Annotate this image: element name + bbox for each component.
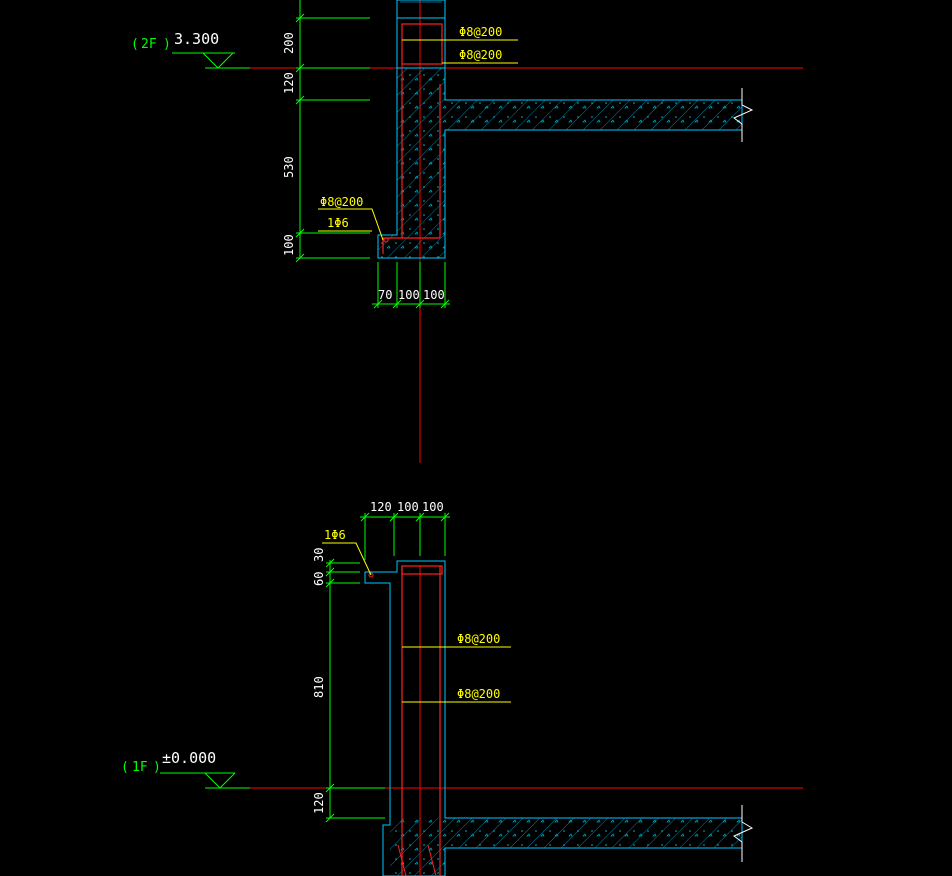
upper-stirrup xyxy=(401,23,443,65)
lower-vdim-30: 30 xyxy=(312,548,326,562)
lower-vdim-60: 60 xyxy=(312,572,326,586)
upper-rebar-label-1: Φ8@200 xyxy=(459,25,502,39)
lower-rebar-label-2: Φ8@200 xyxy=(457,632,500,646)
lower-hdim-100b: 100 xyxy=(422,500,444,514)
floor-tag-1f: 1F xyxy=(132,760,148,775)
floor-tag-2f-paren-close: ) xyxy=(163,37,171,52)
lower-rebar-label-1: 1Φ6 xyxy=(324,528,346,542)
upper-hdim-100b: 100 xyxy=(423,288,445,302)
upper-rebar-label-3: Φ8@200 xyxy=(320,195,363,209)
elevation-2f: 3.300 xyxy=(174,30,219,48)
upper-beam-dots xyxy=(378,68,742,258)
upper-hdim-70: 70 xyxy=(378,288,392,302)
lower-hdim-100a: 100 xyxy=(397,500,419,514)
lower-vdim-810: 810 xyxy=(312,676,326,698)
upper-rebar-leader-3 xyxy=(318,208,384,241)
upper-wall-cap xyxy=(396,0,446,19)
lower-slab-dots xyxy=(390,818,742,876)
floor-tag-2f-paren-open: ( xyxy=(131,37,139,52)
lower-detail: 120 100 100 30 60 810 120 1Φ6 Φ8@200 Φ8@… xyxy=(121,500,803,876)
elevation-1f-marker-icon xyxy=(204,772,236,789)
upper-dim-120: 120 xyxy=(282,72,296,94)
lower-rebar-leg-2 xyxy=(427,844,437,876)
upper-slab-break-line xyxy=(733,88,754,142)
upper-dim-200: 200 xyxy=(282,32,296,54)
upper-detail: 200 120 530 100 70 100 100 Φ8@200 Φ8@200… xyxy=(131,0,803,463)
upper-dim-100: 100 xyxy=(282,234,296,256)
lower-hdim-120: 120 xyxy=(370,500,392,514)
upper-rebar-dot xyxy=(383,237,389,243)
elevation-2f-marker-icon xyxy=(202,52,234,69)
floor-tag-1f-paren-open: ( xyxy=(121,760,129,775)
lower-rebar-dot xyxy=(368,572,374,578)
upper-hdim-100a: 100 xyxy=(398,288,420,302)
upper-dim-530: 530 xyxy=(282,156,296,178)
upper-rebar-label-2: Φ8@200 xyxy=(459,48,502,62)
floor-tag-2f: 2F xyxy=(141,37,157,52)
elevation-1f: ±0.000 xyxy=(162,749,216,767)
lower-rebar-leg-1 xyxy=(397,844,407,876)
lower-stirrup-top xyxy=(401,565,443,575)
upper-rebar-label-4: 1Φ6 xyxy=(327,216,349,230)
lower-rebar-label-3: Φ8@200 xyxy=(457,687,500,701)
lower-rebar-leader-1 xyxy=(322,542,372,576)
lower-vdim-120: 120 xyxy=(312,792,326,814)
upper-wall-top-outline xyxy=(396,17,446,69)
lower-slab-break-line xyxy=(733,805,754,862)
floor-tag-1f-paren-close: ) xyxy=(153,760,161,775)
